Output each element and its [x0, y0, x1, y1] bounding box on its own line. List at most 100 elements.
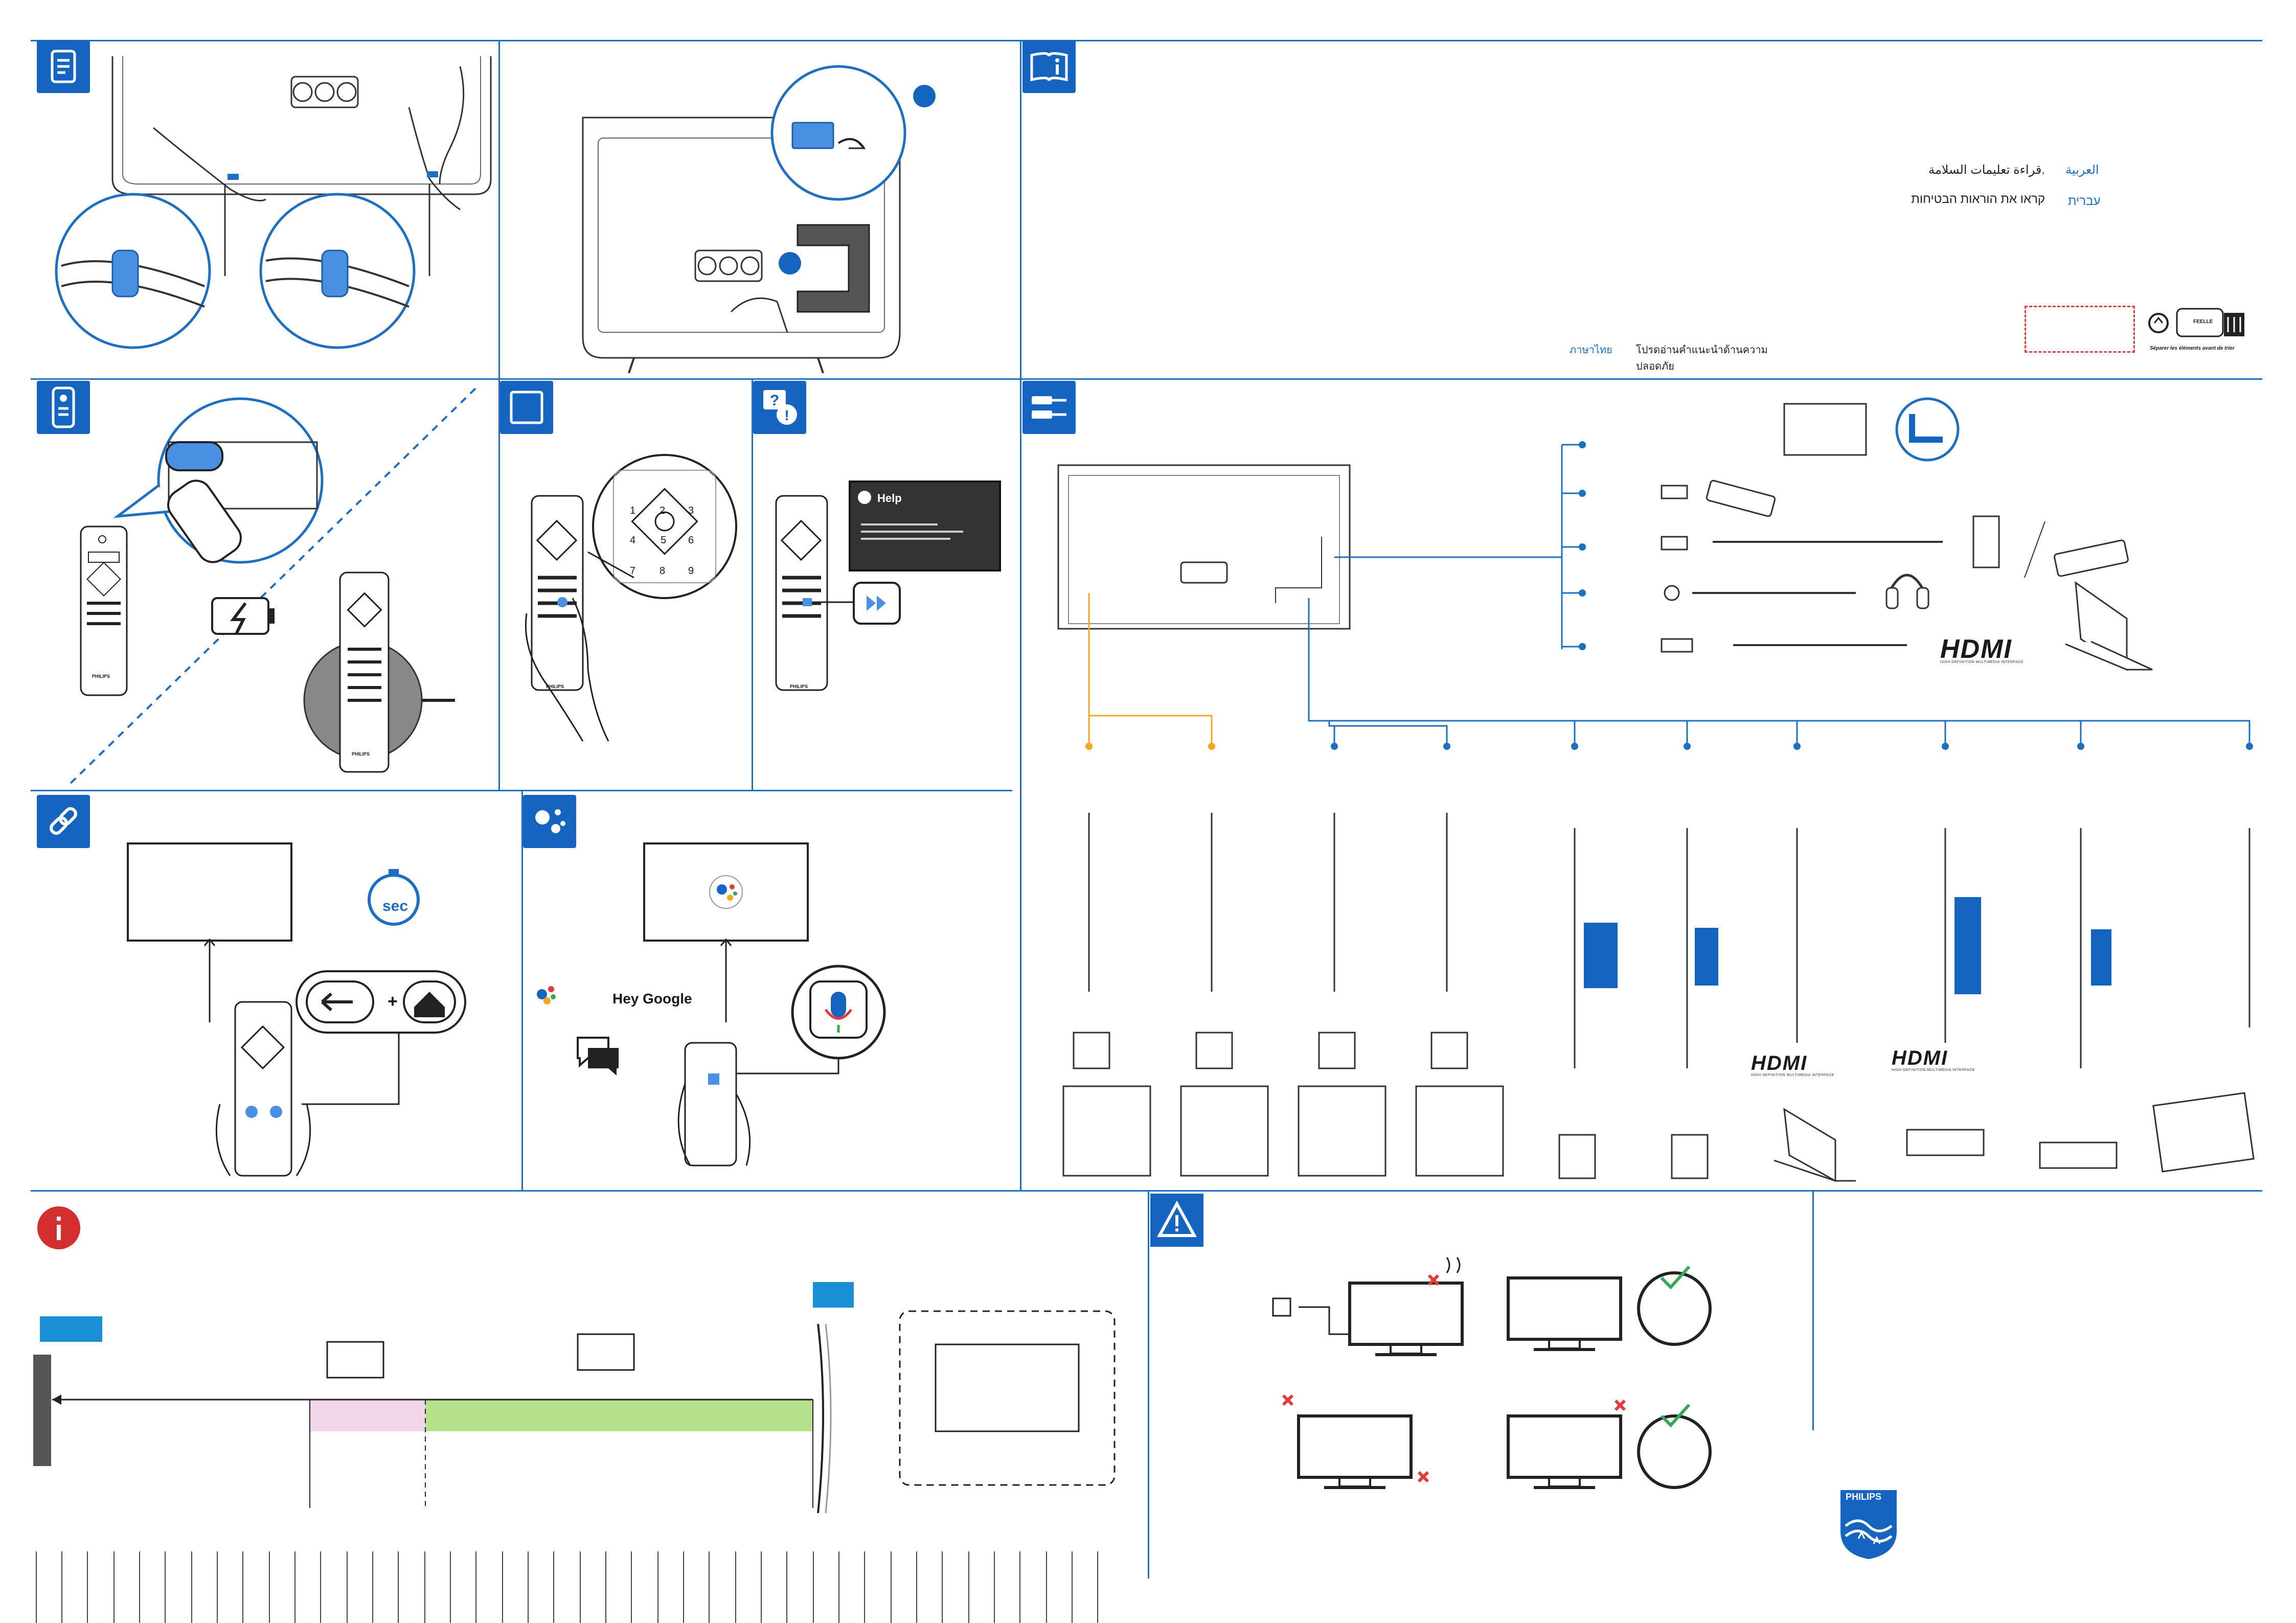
ruler-tick: [838, 1551, 839, 1623]
help-icon: [858, 491, 871, 504]
grid-line-row1: [31, 378, 2262, 380]
philips-shield-label: PHILIPS: [1846, 1492, 1882, 1502]
remote-badge-icon: [37, 381, 90, 434]
tv-back-cover-illustration: [582, 65, 936, 373]
speech-bubble-right: [813, 1282, 854, 1308]
hdmi-tagline-left: HIGH-DEFINITION MULTIMEDIA INTERFACE: [1751, 1073, 1834, 1077]
ruler-tick: [1072, 1551, 1073, 1623]
remote-numpad-illustration: [525, 454, 737, 742]
numpad-7: 7: [630, 565, 636, 577]
ruler-tick: [502, 1551, 503, 1623]
ruler-tick: [165, 1551, 166, 1623]
hdmi-tagline-top: HIGH-DEFINITION MULTIMEDIA INTERFACE: [1940, 660, 2024, 664]
grid-line-v4: [752, 378, 753, 790]
ruler-tick: [139, 1551, 140, 1623]
grid-line-v2: [1020, 40, 1021, 1190]
ruler-tick: [294, 1551, 295, 1623]
numpad-6: 6: [688, 535, 694, 546]
ruler-tick: [657, 1551, 658, 1623]
blue-label-plate-2: [1695, 928, 1718, 986]
ruler-tick: [61, 1551, 62, 1623]
plus-sign: +: [388, 992, 398, 1011]
ruler-tick: [580, 1551, 581, 1623]
ruler-tick: [968, 1551, 969, 1623]
ruler-tick: [709, 1551, 710, 1623]
grid-line-v6: [1148, 1190, 1149, 1579]
ruler-tick: [269, 1551, 270, 1623]
ruler-tick: [1019, 1551, 1020, 1623]
grid-line-row3: [31, 1190, 2262, 1192]
hdmi-logo-top: HDMI: [1940, 634, 2012, 664]
recycle-logo-icon: [2148, 308, 2244, 337]
wall-block: [33, 1355, 51, 1466]
cable-management-badge-icon: [37, 40, 90, 93]
grid-line-v5: [521, 790, 523, 1190]
help-badge-icon: ?!: [753, 381, 806, 434]
help-menu-lines: [861, 518, 989, 545]
warning-badge-icon: [1150, 1194, 1203, 1247]
ruler-tick: [786, 1551, 787, 1623]
blue-label-plate-4: [2091, 929, 2111, 986]
google-assistant-illustration: [537, 842, 886, 1167]
help-title: Help: [877, 492, 902, 505]
ruler-tick: [735, 1551, 736, 1623]
lang-label-arabic: العربية: [2065, 163, 2099, 177]
grid-line-top: [31, 40, 2262, 41]
ruler-tick: [813, 1551, 814, 1623]
hdmi-tagline-right: HIGH-DEFINITION MULTIMEDIA INTERFACE: [1892, 1068, 1975, 1072]
distance-band-pink: [310, 1400, 425, 1431]
ruler-tick: [942, 1551, 943, 1623]
ruler-tick: [113, 1551, 115, 1623]
lang-label-thai: ภาษาไทย: [1570, 345, 1612, 356]
pairing-badge-icon: [37, 795, 90, 848]
ruler-tick: [528, 1551, 529, 1623]
svg-text:!: !: [784, 407, 789, 423]
ruler-tick: [320, 1551, 321, 1623]
pairing-illustration: [127, 842, 466, 1177]
ruler-tick: [450, 1551, 451, 1623]
ruler-tick: [475, 1551, 476, 1623]
ruler-tick: [424, 1551, 425, 1623]
numpad-3: 3: [688, 505, 694, 516]
recycle-caption: Séparer les éléments avant de trier: [2150, 346, 2235, 351]
grid-line-v7: [1812, 1190, 1814, 1430]
grid-line-v3: [498, 378, 500, 790]
help-panel: Help: [849, 481, 1001, 572]
google-assistant-badge-icon: [523, 795, 576, 848]
numpad-5: 5: [661, 535, 667, 546]
ruler-tick: [1097, 1551, 1098, 1623]
dashed-placeholder-box: [2025, 306, 2135, 353]
ruler-tick: [36, 1551, 37, 1623]
ruler-tick: [994, 1551, 995, 1623]
ruler-tick: [761, 1551, 762, 1623]
home-screen-badge-icon: [500, 381, 553, 434]
ruler-tick: [398, 1551, 399, 1623]
ruler-tick: [553, 1551, 554, 1623]
tv-back-cable-clip-illustration: [55, 56, 492, 349]
numpad-8: 8: [660, 565, 666, 577]
ruler-tick: [372, 1551, 373, 1623]
hdmi-logo-left: HDMI: [1751, 1052, 1808, 1075]
ruler-tick: [217, 1551, 218, 1623]
ruler-tick: [191, 1551, 192, 1623]
distance-diagram: [37, 1206, 1116, 1514]
blue-label-plate-1: [1584, 923, 1618, 988]
ruler-tick: [605, 1551, 606, 1623]
numpad-1: 1: [630, 505, 636, 516]
lang-text-arabic: قراءة تعليمات السلامة.: [1928, 163, 2045, 177]
remote-help-illustration: [775, 495, 901, 691]
recycle-badge-text: FEELLE: [2193, 319, 2213, 325]
ruler-tick: [87, 1551, 88, 1623]
ruler-tick: [631, 1551, 632, 1623]
hey-google-label: Hey Google: [612, 991, 692, 1007]
ruler-tick: [242, 1551, 243, 1623]
ruler-tick: [683, 1551, 684, 1623]
lang-label-hebrew: עברית: [2068, 194, 2101, 208]
timer-label: sec: [382, 898, 408, 915]
remote-charging-illustration: [65, 387, 476, 787]
connections-badge-icon: [1022, 381, 1076, 434]
lang-text-hebrew: קראו את הוראות הבטיחות: [1911, 192, 2045, 206]
grid-line-v1: [498, 40, 500, 378]
hdmi-logo-right: HDMI: [1892, 1047, 1948, 1069]
ruler-tick: [891, 1551, 892, 1623]
